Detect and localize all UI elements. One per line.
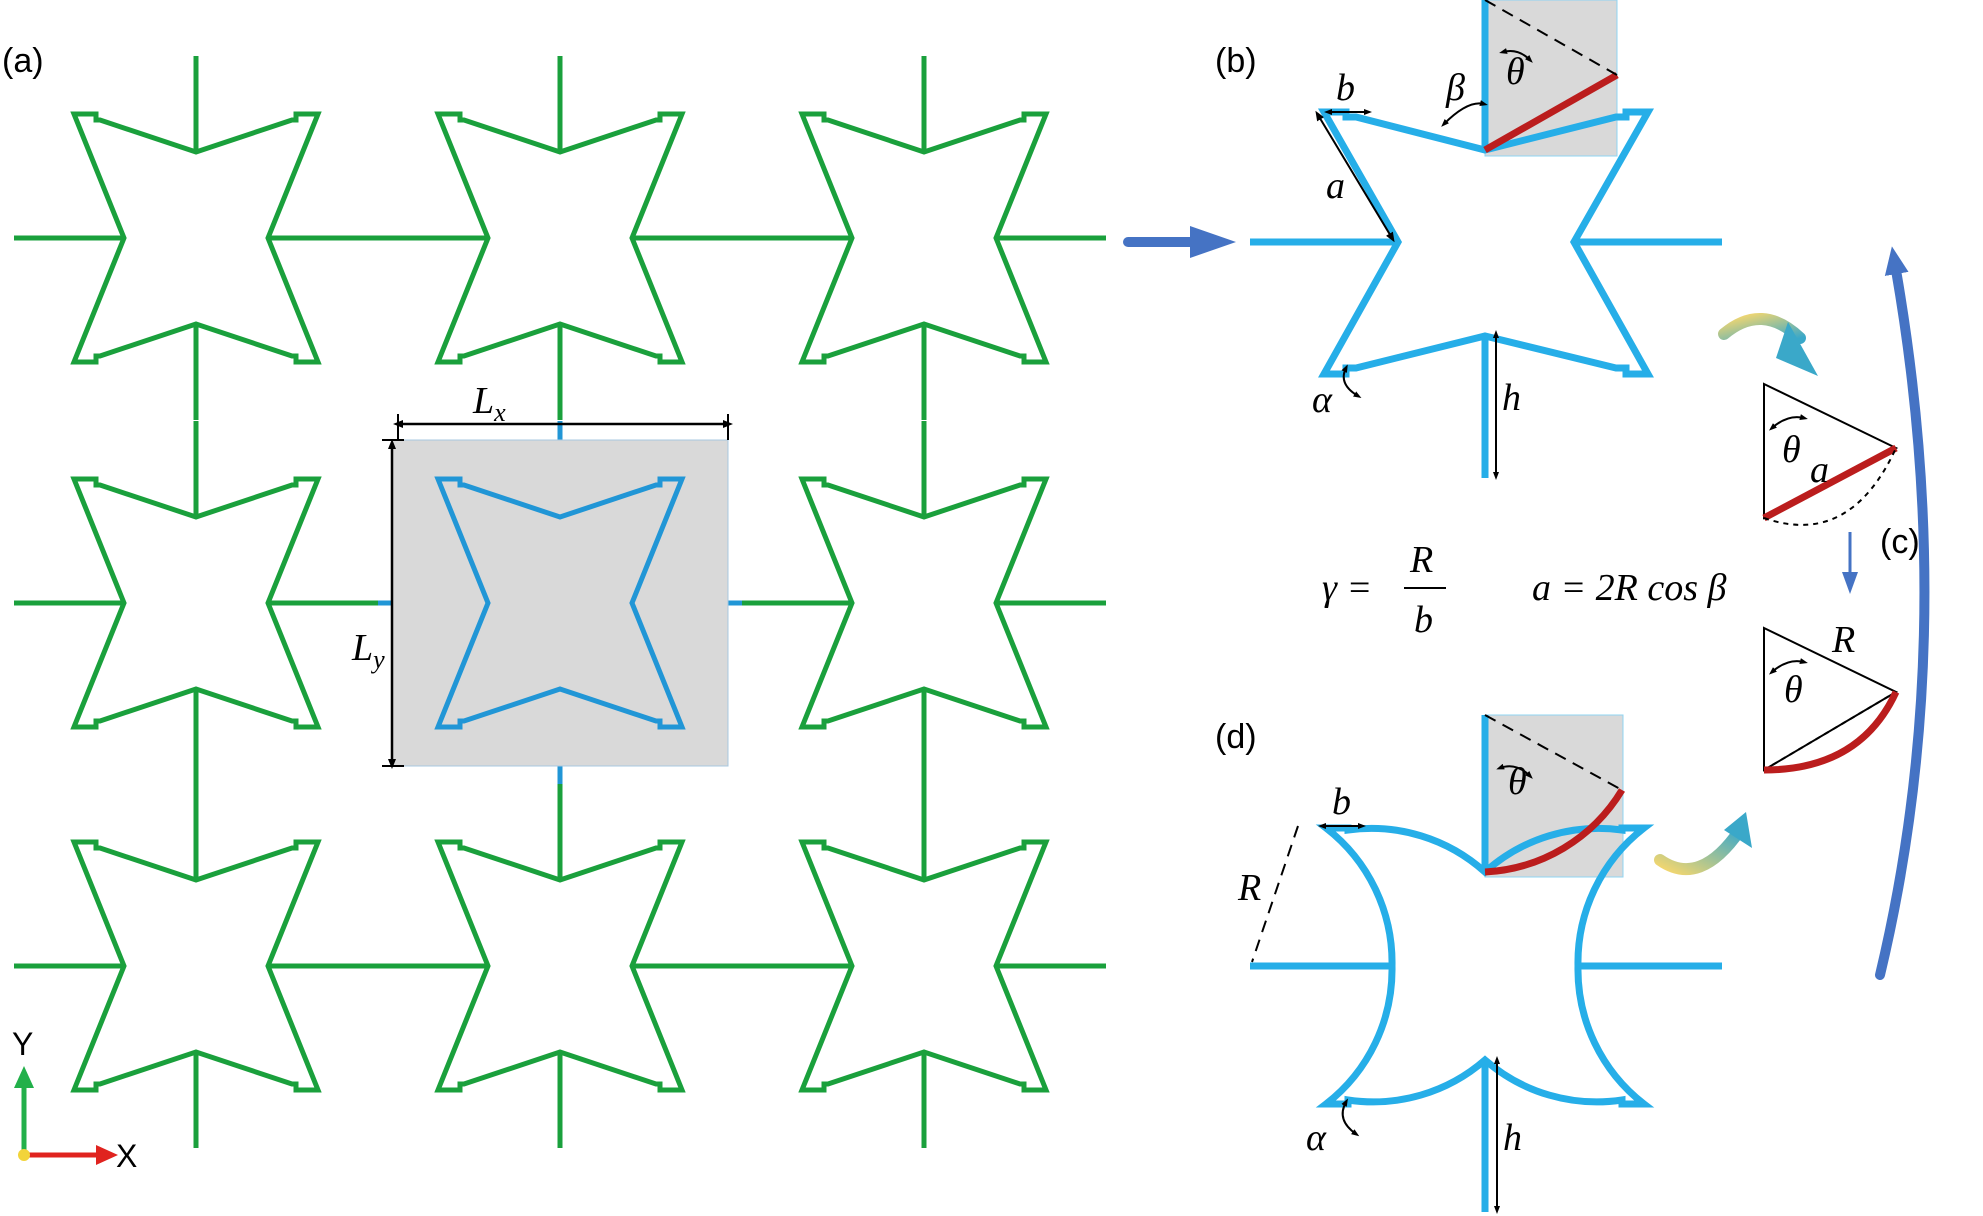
- r-label-c: R: [1831, 619, 1855, 661]
- sector-triangle-bottom: [1763, 626, 1899, 772]
- curved-arrow-head-2: [1724, 812, 1752, 848]
- large-curved-arrow-icon: [1875, 246, 1930, 980]
- lattice-panel: [14, 56, 1106, 1148]
- theta-arc-c2: [1768, 658, 1808, 675]
- lattice-star: [434, 111, 686, 365]
- unit-cell-star: [434, 476, 686, 730]
- sector-arc: [1763, 690, 1900, 774]
- theta-arc-d: [1496, 763, 1533, 779]
- highlight-arc-d: [1484, 788, 1625, 876]
- h-label-b: h: [1502, 377, 1521, 419]
- lattice-star: [70, 839, 322, 1093]
- x-axis-label: X: [116, 1138, 137, 1174]
- dashed-ref-b: [1484, 0, 1618, 76]
- right-arrow-head: [1190, 226, 1236, 258]
- beta-arc-b: [1441, 100, 1488, 127]
- theta-arc-c1: [1768, 414, 1808, 431]
- curved-arrow-head-1: [1776, 322, 1818, 376]
- sector-transform-panel: θ a θ R: [1654, 246, 1930, 980]
- unit-cell-curved: θ b R α h: [1237, 714, 1722, 1214]
- lx-label: Lx: [472, 380, 506, 427]
- panel-label-c: (c): [1880, 523, 1920, 561]
- dashed-ref-d: [1484, 714, 1623, 791]
- y-axis-label: Y: [12, 1026, 33, 1062]
- a-dim-b: [1315, 110, 1395, 243]
- b-label-d: b: [1332, 781, 1351, 823]
- theta-label-d: θ: [1508, 761, 1527, 803]
- axis-icon: Y X: [12, 1026, 137, 1174]
- alpha-label-d: α: [1306, 1117, 1327, 1159]
- r-label-d: R: [1237, 867, 1261, 909]
- lattice-stars: [70, 111, 1050, 1093]
- sector-chord: [1762, 444, 1898, 522]
- theta-label-c1: θ: [1782, 429, 1801, 471]
- panel-label-b: (b): [1215, 42, 1257, 80]
- beta-label-b: β: [1445, 67, 1465, 109]
- equations: γ = R b a = 2R cos β: [1322, 539, 1727, 641]
- lattice-star: [798, 476, 1050, 730]
- h-label-d: h: [1503, 1117, 1522, 1159]
- r-dashed-d: [1251, 825, 1299, 963]
- alpha-arc-d: [1341, 1098, 1360, 1137]
- gamma-denominator: b: [1414, 599, 1433, 641]
- a-equation: a = 2R cos β: [1532, 567, 1727, 609]
- lattice-star: [70, 476, 322, 730]
- down-arrow-head: [1842, 572, 1858, 594]
- lattice-star: [798, 111, 1050, 365]
- panel-label-a: (a): [2, 42, 44, 80]
- gamma-numerator: R: [1409, 539, 1433, 581]
- gamma-lhs: γ =: [1322, 567, 1372, 609]
- highlight-strut-b: [1483, 71, 1619, 154]
- theta-label-c2: θ: [1784, 669, 1803, 711]
- alpha-arc-b: [1341, 364, 1362, 399]
- panel-label-d: (d): [1215, 718, 1257, 756]
- unit-cell-straight: θ β b a α h: [1250, 0, 1722, 480]
- lattice-star: [798, 839, 1050, 1093]
- lattice-star: [434, 839, 686, 1093]
- ly-label: Ly: [351, 627, 385, 674]
- unit-cell-shade: [391, 439, 729, 767]
- b-label-b: b: [1336, 67, 1355, 109]
- a-label-c: a: [1810, 449, 1829, 491]
- lattice-star: [70, 111, 322, 365]
- theta-arc-b: [1499, 48, 1533, 63]
- alpha-label-b: α: [1312, 379, 1333, 421]
- theta-label-b: θ: [1506, 51, 1525, 93]
- curved-arrow-icon-2: [1654, 824, 1746, 875]
- sector-arc-dotted: [1763, 447, 1897, 526]
- a-label-b: a: [1326, 165, 1345, 207]
